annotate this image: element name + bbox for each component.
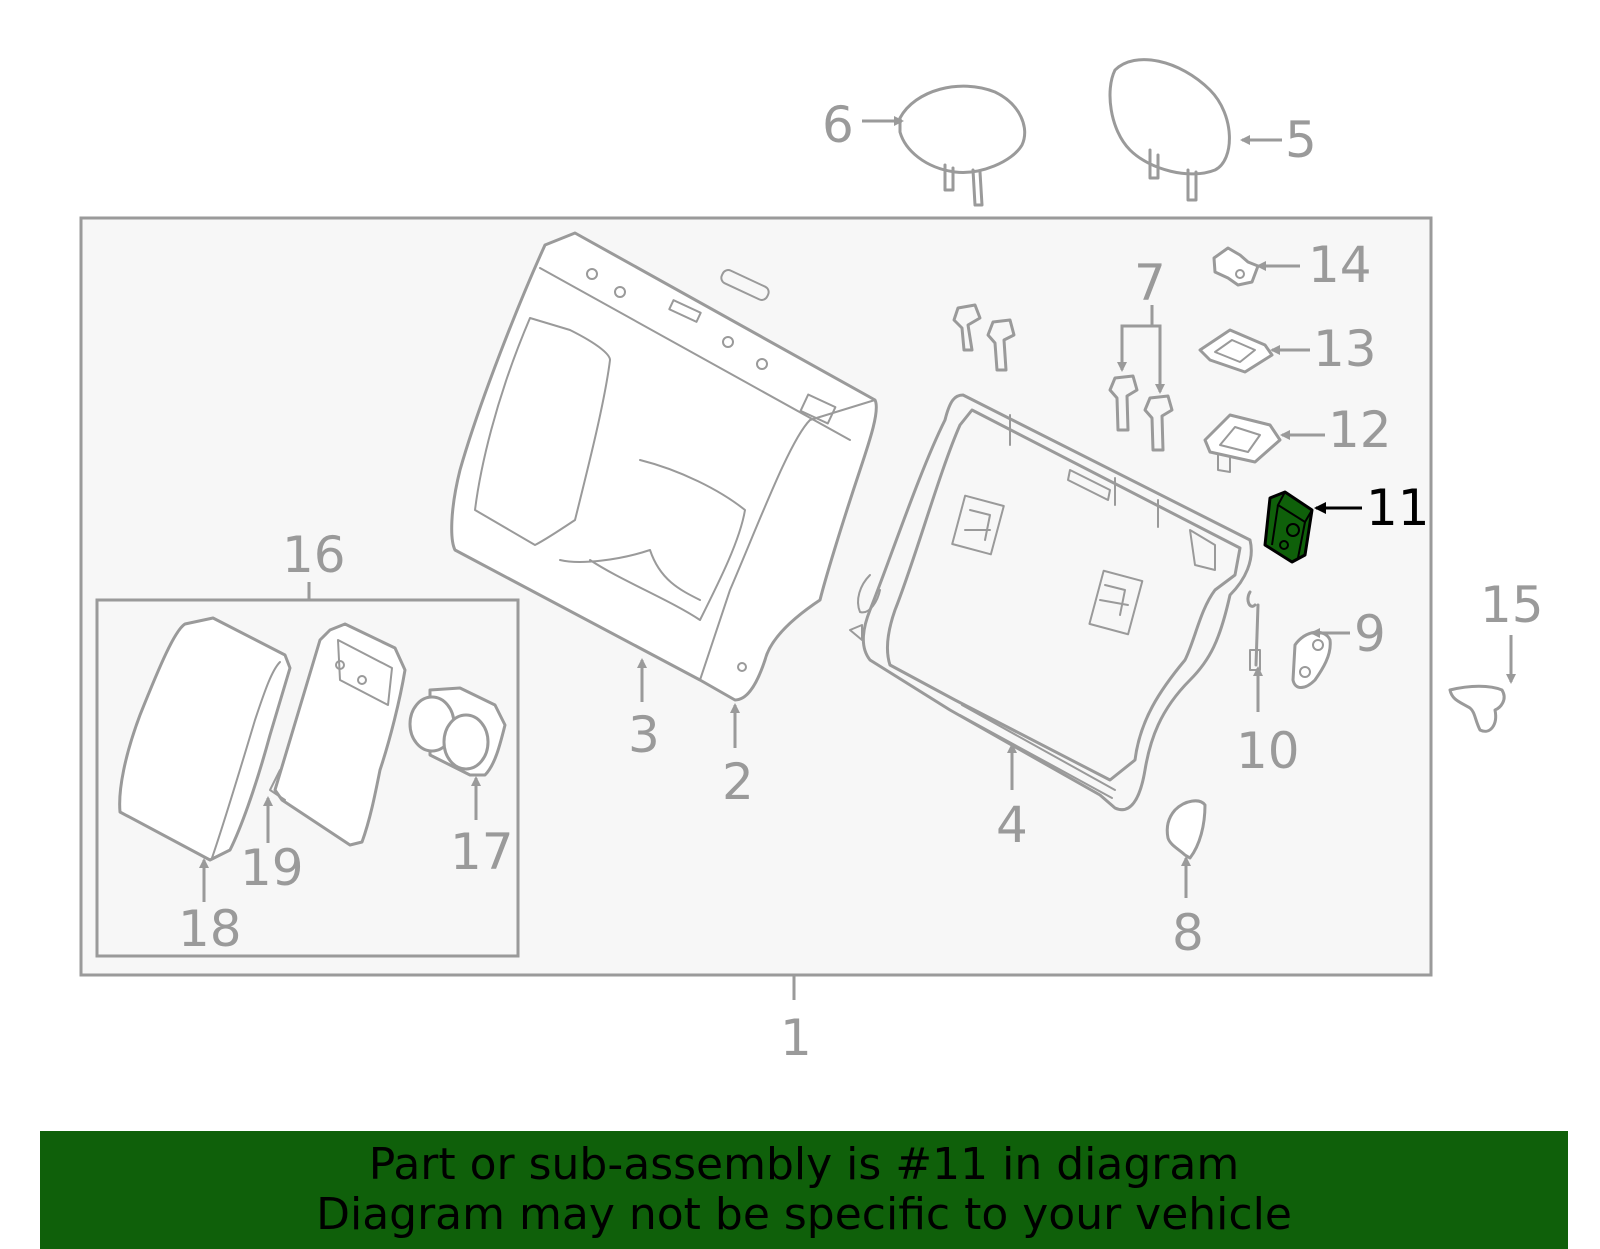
callout-7[interactable]: 7: [1134, 254, 1166, 312]
callout-16[interactable]: 16: [282, 526, 346, 584]
part-4-seatback-frame[interactable]: [849, 393, 1253, 812]
part-11-highlighted[interactable]: [1263, 490, 1314, 564]
callout-12[interactable]: 12: [1328, 401, 1392, 459]
banner-line-2: Diagram may not be specific to your vehi…: [316, 1189, 1292, 1240]
part-15-clip[interactable]: [1448, 684, 1506, 733]
part-7-striker-hooks[interactable]: [952, 303, 1174, 452]
callout-8[interactable]: 8: [1172, 904, 1204, 962]
callout-5[interactable]: 5: [1285, 111, 1317, 169]
part-14-clip[interactable]: [1212, 246, 1260, 287]
callout-10[interactable]: 10: [1236, 722, 1300, 780]
part-12-bezel[interactable]: [1203, 413, 1282, 473]
info-banner: Part or sub-assembly is #11 in diagram D…: [40, 1131, 1568, 1249]
callout-6[interactable]: 6: [822, 96, 854, 154]
callout-2[interactable]: 2: [722, 753, 754, 811]
callout-18[interactable]: 18: [178, 900, 242, 958]
banner-line-1: Part or sub-assembly is #11 in diagram: [368, 1139, 1240, 1190]
callout-1[interactable]: 1: [780, 1009, 812, 1067]
callout-4[interactable]: 4: [996, 796, 1028, 854]
callout-17[interactable]: 17: [450, 823, 514, 881]
callout-13[interactable]: 13: [1313, 320, 1377, 378]
part-13-bezel[interactable]: [1198, 328, 1274, 374]
part-19-armrest-frame[interactable]: [269, 622, 407, 847]
callout-11-highlighted[interactable]: 11: [1366, 479, 1430, 537]
callout-14[interactable]: 14: [1308, 236, 1372, 294]
callout-15[interactable]: 15: [1480, 576, 1544, 634]
callout-19[interactable]: 19: [240, 839, 304, 897]
callout-9[interactable]: 9: [1354, 605, 1386, 663]
callout-3[interactable]: 3: [628, 706, 660, 764]
part-3-seatback-cushion[interactable]: [450, 231, 878, 702]
leader-lines: [199, 116, 1516, 1000]
part-17-cupholder[interactable]: [408, 686, 507, 777]
part-5-headrest[interactable]: [1108, 58, 1231, 202]
callout-labels: 6 5 14 7 13 12 11 16 15 9 3 10 2 4 17 19…: [178, 96, 1544, 1067]
part-18-armrest-cushion[interactable]: [118, 616, 292, 862]
part-6-headrest[interactable]: [898, 84, 1027, 207]
